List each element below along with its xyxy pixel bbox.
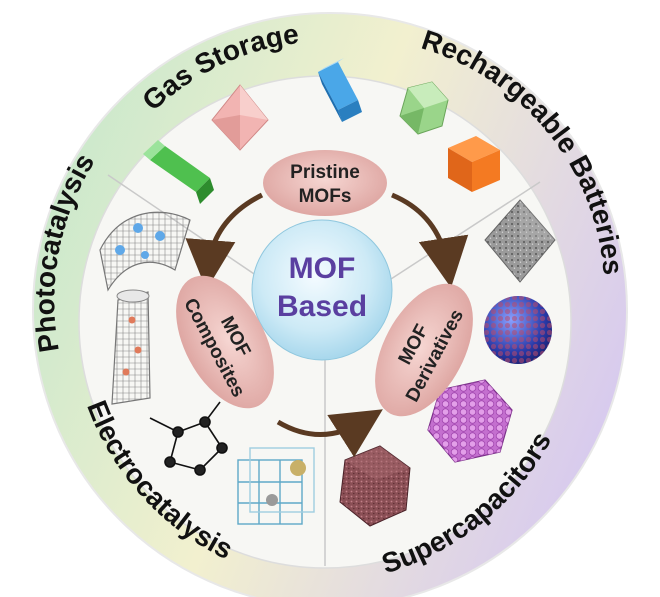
nanotube-icon [111, 289, 151, 405]
purple-dodecahedron-icon [427, 379, 513, 463]
orange-cube-icon [448, 136, 500, 192]
lattice-cube-icon [237, 447, 315, 525]
pink-octahedron-icon [211, 84, 269, 151]
green-rod-crystal-icon [143, 140, 214, 204]
mof-derivatives-node: MOF Derivatives [375, 283, 473, 417]
blue-rod-crystal-icon [318, 58, 362, 122]
green-polyhedron-icon [399, 81, 449, 135]
center-label-line2: Based [277, 290, 367, 323]
graphene-sheet-icon [99, 211, 191, 292]
pristine-label-line2: MOFs [299, 186, 352, 207]
grey-porous-octahedron-icon [484, 199, 556, 283]
flow-arrows [185, 192, 469, 458]
blue-sphere-cluster-icon [484, 296, 552, 364]
pristine-mofs-node: Pristine MOFs [263, 150, 387, 216]
center-disc [251, 219, 393, 361]
arrow-to-derivatives [391, 192, 469, 288]
arrow-composites-to-derivatives [276, 409, 383, 458]
molecular-network-icon [149, 401, 228, 476]
arrow-to-composites [185, 192, 264, 290]
pristine-label-line1: Pristine [290, 162, 360, 183]
center-label-line1: MOF [289, 252, 356, 285]
